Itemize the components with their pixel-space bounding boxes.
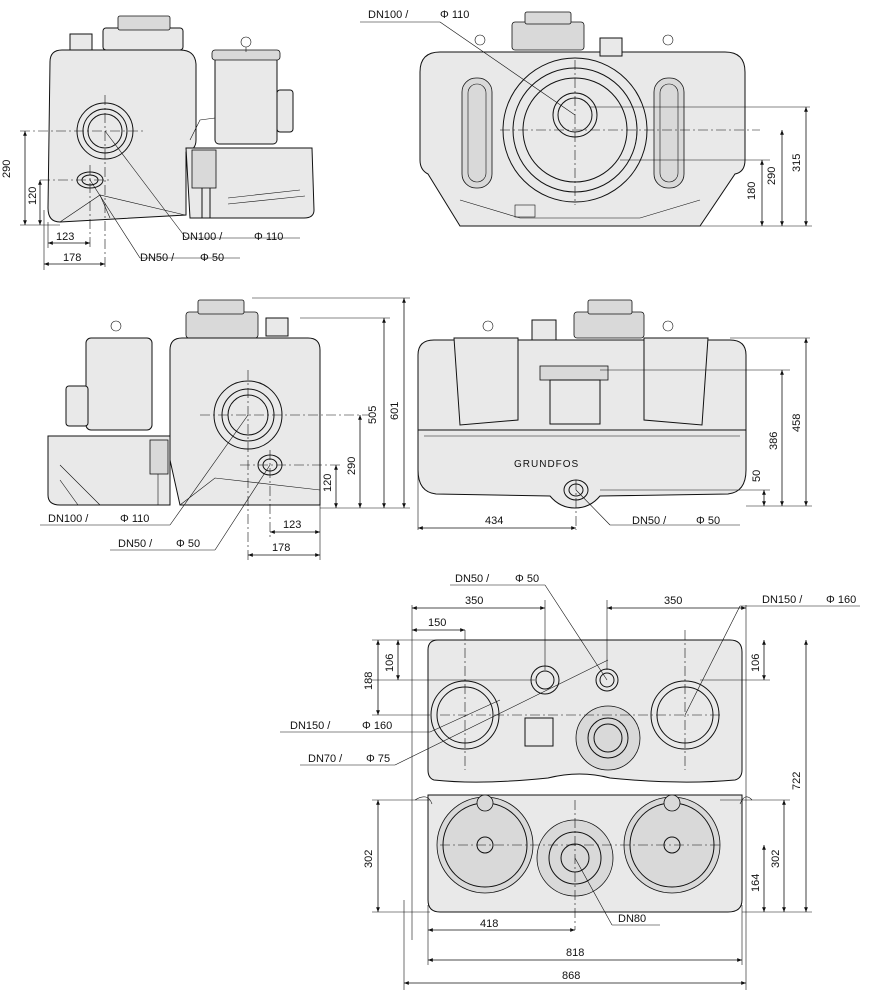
label-dn50-left: DN50 / xyxy=(140,252,175,264)
dim-h722-top: 722 xyxy=(791,772,803,790)
dim-h106b-top: 106 xyxy=(750,654,762,672)
dim-h290-left: 290 xyxy=(1,160,13,178)
label-phi50-front: Φ 50 xyxy=(696,515,720,527)
dim-h386-front: 386 xyxy=(768,432,780,450)
dim-h505-right: 505 xyxy=(367,406,379,424)
dim-h302b-top: 302 xyxy=(770,850,782,868)
dim-h302a-top: 302 xyxy=(363,850,375,868)
dim-w123-right: 123 xyxy=(283,519,301,531)
dim-h106a-top: 106 xyxy=(384,654,396,672)
label-phi110-back: Φ 110 xyxy=(440,9,469,21)
dim-w178-left: 178 xyxy=(63,252,81,264)
view-right-side: 120 290 505 601 123 178 DN100 / Φ 110 DN… xyxy=(40,297,410,560)
dim-h315-back: 315 xyxy=(791,154,803,172)
dim-h458-front: 458 xyxy=(791,414,803,432)
dim-w123-left: 123 xyxy=(56,231,74,243)
view-back: 180 290 315 DN100 / Φ 110 xyxy=(360,9,812,227)
dim-w150-top: 150 xyxy=(428,617,446,629)
dim-h601-right: 601 xyxy=(389,402,401,420)
dim-w818-top: 818 xyxy=(566,947,584,959)
dim-h120-left: 120 xyxy=(27,187,39,205)
label-phi160b-top: Φ 160 xyxy=(826,594,856,606)
dim-h164-top: 164 xyxy=(750,874,762,892)
view-front: GRUNDFOS 50 386 458 434 DN50 / Φ 50 xyxy=(417,299,812,530)
view-left-side: 290 120 123 178 DN100 / Φ 110 DN50 / Φ 5… xyxy=(1,15,315,270)
label-dn50-right: DN50 / xyxy=(118,538,153,550)
dim-h180-back: 180 xyxy=(746,182,758,200)
dim-w434-front: 434 xyxy=(485,515,503,527)
dim-w350b-top: 350 xyxy=(664,595,682,607)
dim-h120-right: 120 xyxy=(322,474,334,492)
label-dn100-back: DN100 / xyxy=(368,9,409,21)
label-phi110-right: Φ 110 xyxy=(120,513,149,525)
label-phi110-left: Φ 110 xyxy=(254,231,283,243)
dim-w868-top: 868 xyxy=(562,970,580,982)
view-top: 350 350 150 188 106 106 722 302 302 164 … xyxy=(280,573,860,990)
label-phi50-left: Φ 50 xyxy=(200,252,224,264)
label-phi160a-top: Φ 160 xyxy=(362,720,392,732)
dim-h50-front: 50 xyxy=(751,470,763,482)
label-phi75-top: Φ 75 xyxy=(366,753,390,765)
label-dn150a-top: DN150 / xyxy=(290,720,331,732)
label-phi50-right: Φ 50 xyxy=(176,538,200,550)
label-dn50-front: DN50 / xyxy=(632,515,667,527)
label-dn80-top: DN80 xyxy=(618,913,646,925)
label-dn100-left: DN100 / xyxy=(182,231,223,243)
dim-h188-top: 188 xyxy=(363,672,375,690)
label-dn100-right: DN100 / xyxy=(48,513,89,525)
dim-h290-right: 290 xyxy=(346,457,358,475)
dim-w350a-top: 350 xyxy=(465,595,483,607)
brand-logo-front: GRUNDFOS xyxy=(514,459,579,470)
dim-h290-back: 290 xyxy=(766,167,778,185)
dim-w178-right: 178 xyxy=(272,542,290,554)
label-dn50-top: DN50 / xyxy=(455,573,490,585)
label-dn70-top: DN70 / xyxy=(308,753,343,765)
label-dn150b-top: DN150 / xyxy=(762,594,803,606)
label-phi50-top: Φ 50 xyxy=(515,573,539,585)
dim-w418-top: 418 xyxy=(480,918,498,930)
